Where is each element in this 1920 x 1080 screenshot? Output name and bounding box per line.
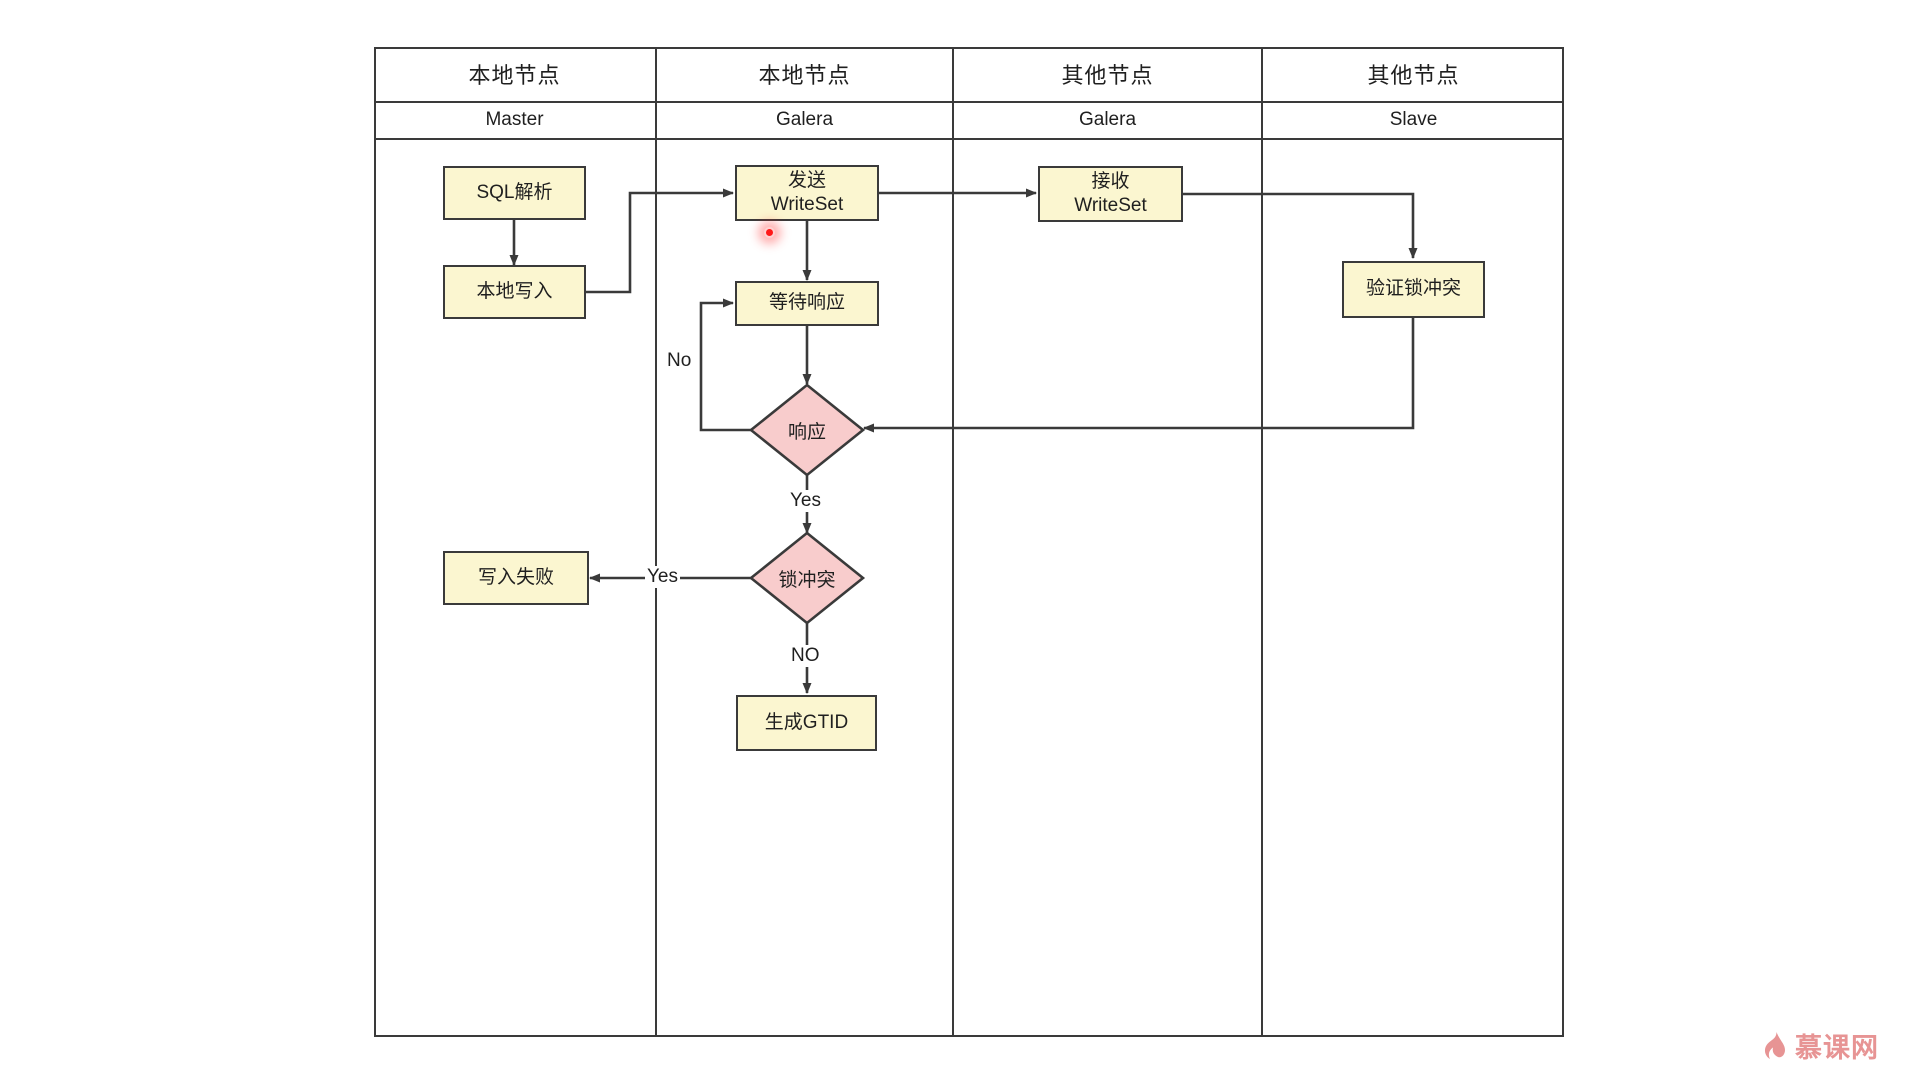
lane-title-2: 其他节点 [1061, 63, 1154, 88]
node-wait-response[interactable]: 等待响应 [735, 281, 879, 326]
edge-localwrite-to-sendwriteset [586, 188, 734, 294]
edge-verifylock-to-response [863, 318, 1415, 433]
node-local-write[interactable]: 本地写入 [443, 265, 586, 319]
edge-response-no-to-waitresponse [699, 298, 753, 432]
node-recv-writeset[interactable]: 接收 WriteSet [1038, 166, 1183, 222]
lane-divider-3 [1261, 47, 1263, 1037]
edge-label-yes-lock-conflict: Yes [645, 566, 680, 588]
node-write-fail[interactable]: 写入失败 [443, 551, 589, 605]
edge-label-no-lock-conflict: NO [789, 645, 822, 667]
lane-header-divider-1 [374, 101, 1564, 103]
lane-header-divider-2 [374, 138, 1564, 140]
watermark-text: 慕课网 [1795, 1033, 1879, 1063]
node-send-writeset[interactable]: 发送 WriteSet [735, 165, 879, 221]
edge-recvwriteset-to-verifylock [1183, 192, 1418, 259]
edge-label-yes-response: Yes [788, 490, 823, 512]
swimlane-frame [374, 47, 1564, 1037]
node-response[interactable]: 响应 [748, 382, 866, 478]
response-diamond-shape [748, 383, 866, 477]
edge-label-no-retry: No [665, 350, 694, 372]
lane-subtitle-0: Master [485, 108, 544, 130]
node-sql-parse[interactable]: SQL解析 [443, 166, 586, 220]
cursor-dot [764, 227, 775, 238]
lane-divider-1 [655, 47, 657, 1037]
node-lock-conflict[interactable]: 锁冲突 [748, 530, 866, 626]
lane-title-0: 本地节点 [468, 63, 561, 88]
node-gen-gtid[interactable]: 生成GTID [736, 695, 877, 751]
node-verify-lock[interactable]: 验证锁冲突 [1342, 261, 1485, 318]
lane-subtitle-3: Slave [1389, 108, 1438, 130]
lane-subtitle-1: Galera [775, 108, 834, 130]
lane-divider-2 [952, 47, 954, 1037]
lane-title-1: 本地节点 [758, 63, 851, 88]
watermark: 慕课网 [1762, 1026, 1879, 1065]
lock-conflict-diamond-shape [748, 531, 866, 625]
lane-title-3: 其他节点 [1367, 63, 1460, 88]
flame-icon [1764, 1031, 1785, 1059]
lane-subtitle-2: Galera [1078, 108, 1137, 130]
